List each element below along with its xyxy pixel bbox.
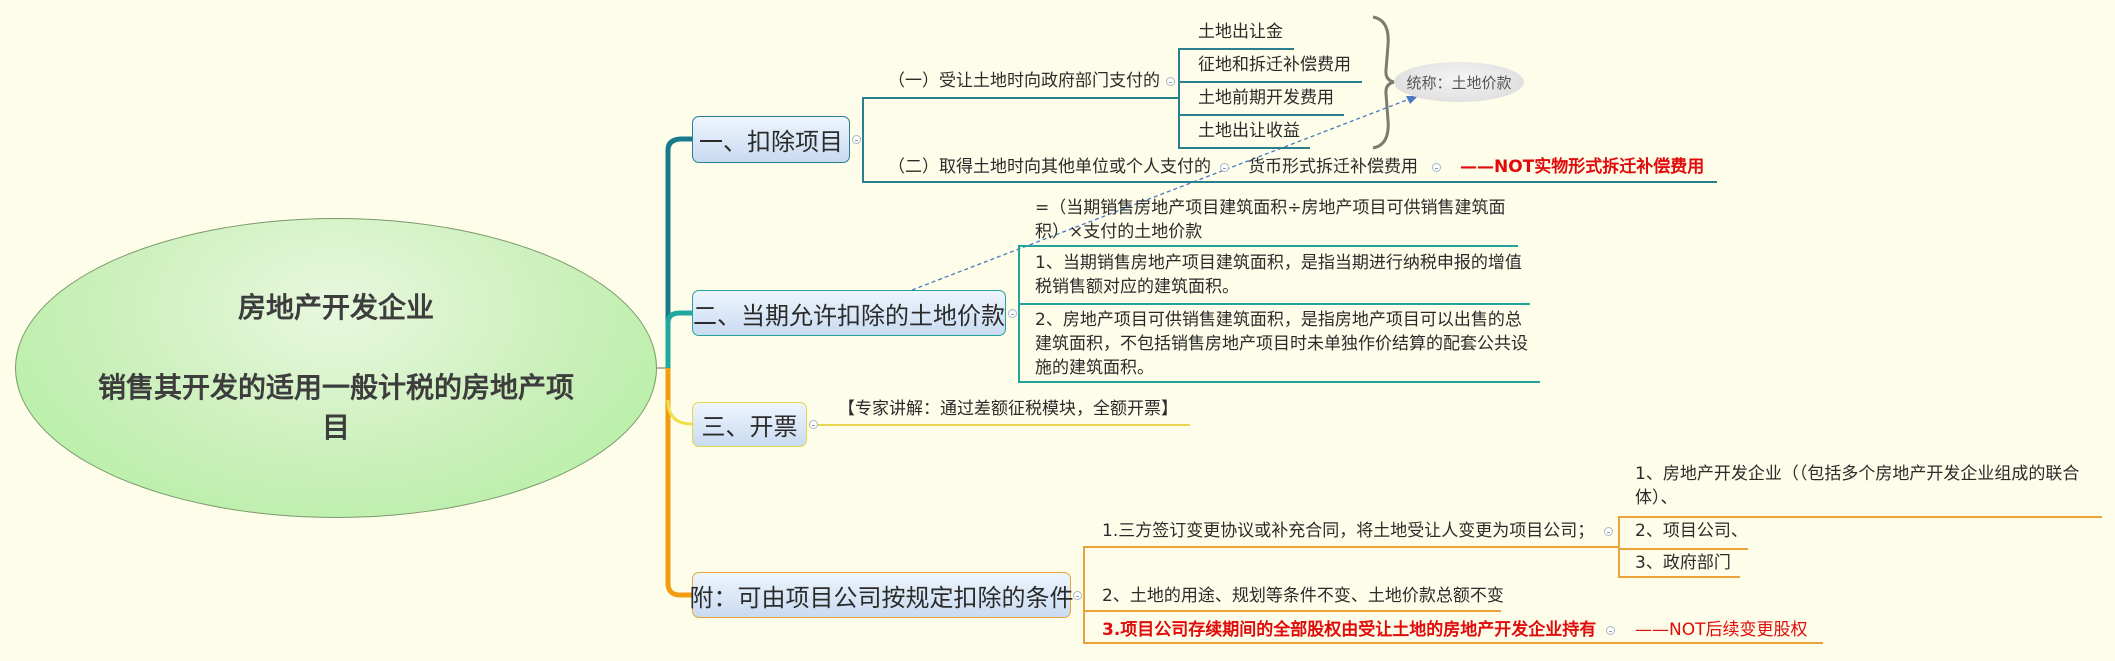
connector-line	[1178, 114, 1344, 116]
branch-current-deductible-land-price[interactable]: 二、当期允许扣除的土地价款	[692, 290, 1006, 336]
connector-line	[1178, 81, 1362, 83]
connector-line	[1178, 147, 1310, 149]
formula-text[interactable]: =（当期销售房地产项目建筑面积÷房地产项目可供销售建筑面积）×支付的土地价款	[1035, 198, 1506, 242]
note-no-equity-change: ——NOT后续变更股权	[1635, 620, 1808, 640]
definition-current-area[interactable]: 1、当期销售房地产项目建筑面积，是指当期进行纳税申报的增值税销售额对应的建筑面积…	[1035, 253, 1522, 297]
expert-note-invoicing[interactable]: 【专家讲解：通过差额征税模块，全额开票】	[838, 399, 1178, 419]
connector-line	[1018, 303, 1530, 305]
leaf-land-transfer-fee[interactable]: 土地出让金	[1198, 22, 1283, 42]
note-not-in-kind: ——NOT实物形式拆迁补偿费用	[1460, 157, 1705, 177]
summary-land-price[interactable]: 统称：土地价款	[1394, 62, 1524, 102]
leaf-land-transfer-income[interactable]: 土地出让收益	[1198, 121, 1300, 141]
condition-land-use-unchanged[interactable]: 2、土地的用途、规划等条件不变、土地价款总额不变	[1102, 586, 1504, 606]
connector-line	[1618, 548, 1748, 550]
collapse-toggle-icon[interactable]	[1166, 77, 1175, 86]
connector-line	[1618, 516, 2102, 518]
party-developer[interactable]: 1、房地产开发企业（（包括多个房地产开发企业组成的联合体）、	[1635, 464, 2080, 508]
connector-line	[1618, 516, 1620, 577]
leaf-land-preliminary-dev-cost[interactable]: 土地前期开发费用	[1198, 88, 1334, 108]
connector-line	[862, 97, 1178, 99]
collapse-toggle-icon[interactable]	[1073, 591, 1082, 600]
collapse-toggle-icon[interactable]	[852, 135, 861, 144]
connector-line	[1618, 576, 1740, 578]
condition-tripartite-agreement[interactable]: 1.三方签订变更协议或补充合同，将土地受让人变更为项目公司；	[1102, 521, 1595, 541]
leaf-land-acquisition-compensation[interactable]: 征地和拆迁补偿费用	[1198, 55, 1351, 75]
connector-line	[1178, 48, 1294, 50]
branch-deduction-items[interactable]: 一、扣除项目	[692, 116, 850, 163]
connector-line	[1083, 642, 1823, 644]
collapse-toggle-icon[interactable]	[809, 420, 818, 429]
connector-line	[862, 97, 864, 182]
connector-line	[1018, 381, 1540, 383]
definition-saleable-area[interactable]: 2、房地产项目可供销售建筑面积，是指房地产项目可以出售的总建筑面积，不包括销售房…	[1035, 310, 1528, 378]
connector-line	[862, 181, 1717, 183]
branch-invoicing[interactable]: 三、开票	[692, 402, 807, 447]
collapse-toggle-icon[interactable]	[1432, 163, 1441, 172]
connector-line	[1083, 546, 1618, 548]
leaf-monetary-compensation[interactable]: 货币形式拆迁补偿费用	[1248, 157, 1418, 177]
party-project-company[interactable]: 2、项目公司、	[1635, 521, 1748, 541]
connector-line	[1018, 245, 1518, 247]
root-topic[interactable]: 房地产开发企业 销售其开发的适用一般计税的房地产项目	[15, 218, 657, 518]
collapse-toggle-icon[interactable]	[1220, 163, 1229, 172]
subtopic-gov-payment[interactable]: （一）受让土地时向政府部门支付的	[888, 71, 1160, 91]
collapse-toggle-icon[interactable]	[1604, 527, 1613, 536]
collapse-toggle-icon[interactable]	[1008, 309, 1017, 318]
party-government[interactable]: 3、政府部门	[1635, 553, 1731, 573]
connector-line	[818, 424, 1190, 426]
connector-line	[1083, 546, 1085, 643]
connector-line	[1178, 48, 1180, 147]
connector-line	[1083, 610, 1501, 612]
condition-equity-held[interactable]: 3.项目公司存续期间的全部股权由受让土地的房地产开发企业持有	[1102, 620, 1597, 640]
collapse-toggle-icon[interactable]	[1606, 626, 1615, 635]
subtopic-other-payment[interactable]: （二）取得土地时向其他单位或个人支付的	[888, 157, 1211, 177]
root-title-line1: 房地产开发企业	[237, 291, 434, 324]
connector-line	[1018, 245, 1020, 382]
root-title-line2: 销售其开发的适用一般计税的房地产项目	[97, 371, 574, 444]
branch-project-company-conditions[interactable]: 附：可由项目公司按规定扣除的条件	[690, 572, 1074, 618]
